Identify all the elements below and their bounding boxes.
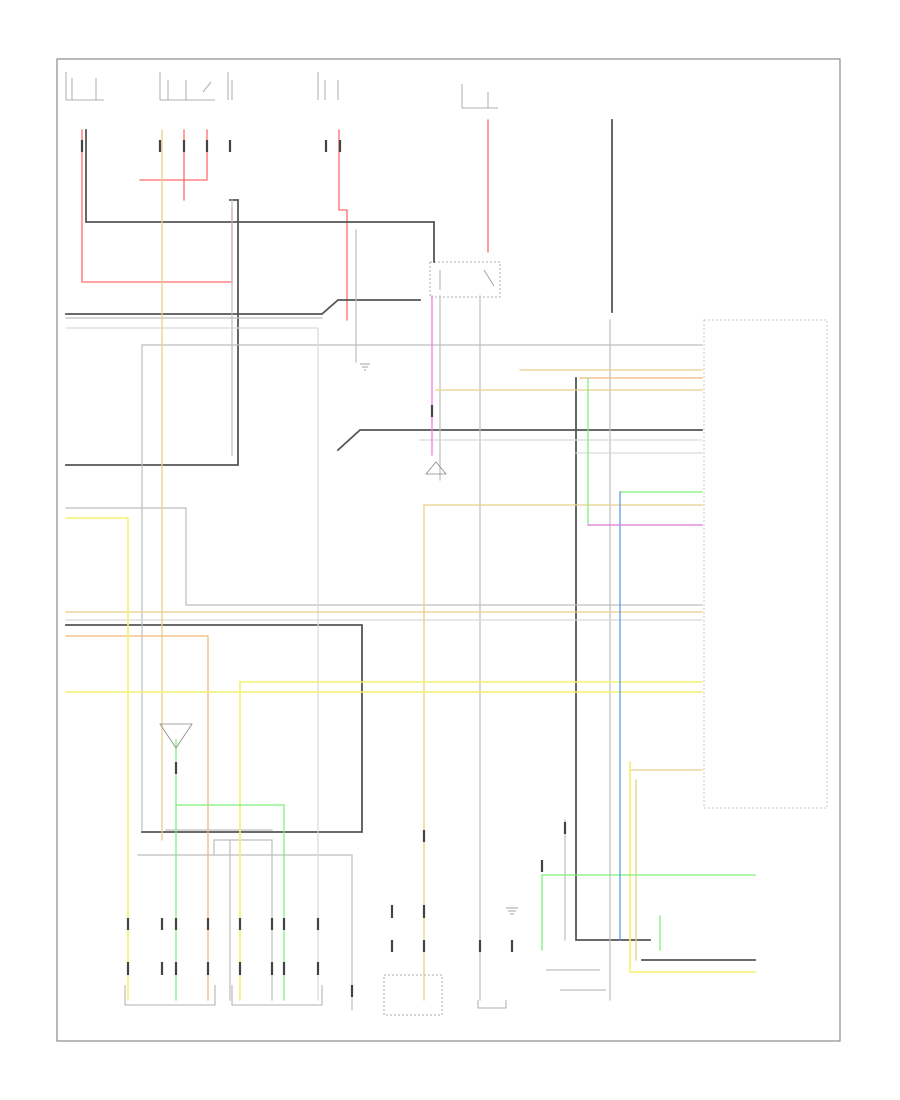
ecm-connector (703, 319, 828, 809)
wires-pink (431, 295, 703, 526)
fuse-box-left (65, 72, 498, 109)
wires-tan (65, 129, 703, 1001)
bottom-components (124, 969, 606, 1016)
wires-yellow (65, 517, 756, 1001)
ground-symbols (159, 363, 518, 915)
wires-green (175, 377, 756, 1001)
wires-orange (65, 377, 703, 1001)
diagram-frame (56, 58, 841, 1042)
wires-dark (65, 119, 756, 961)
connector-ticks (80, 140, 567, 997)
wires-red (81, 119, 489, 321)
relay-center (429, 261, 501, 298)
wires-white (65, 327, 703, 1001)
